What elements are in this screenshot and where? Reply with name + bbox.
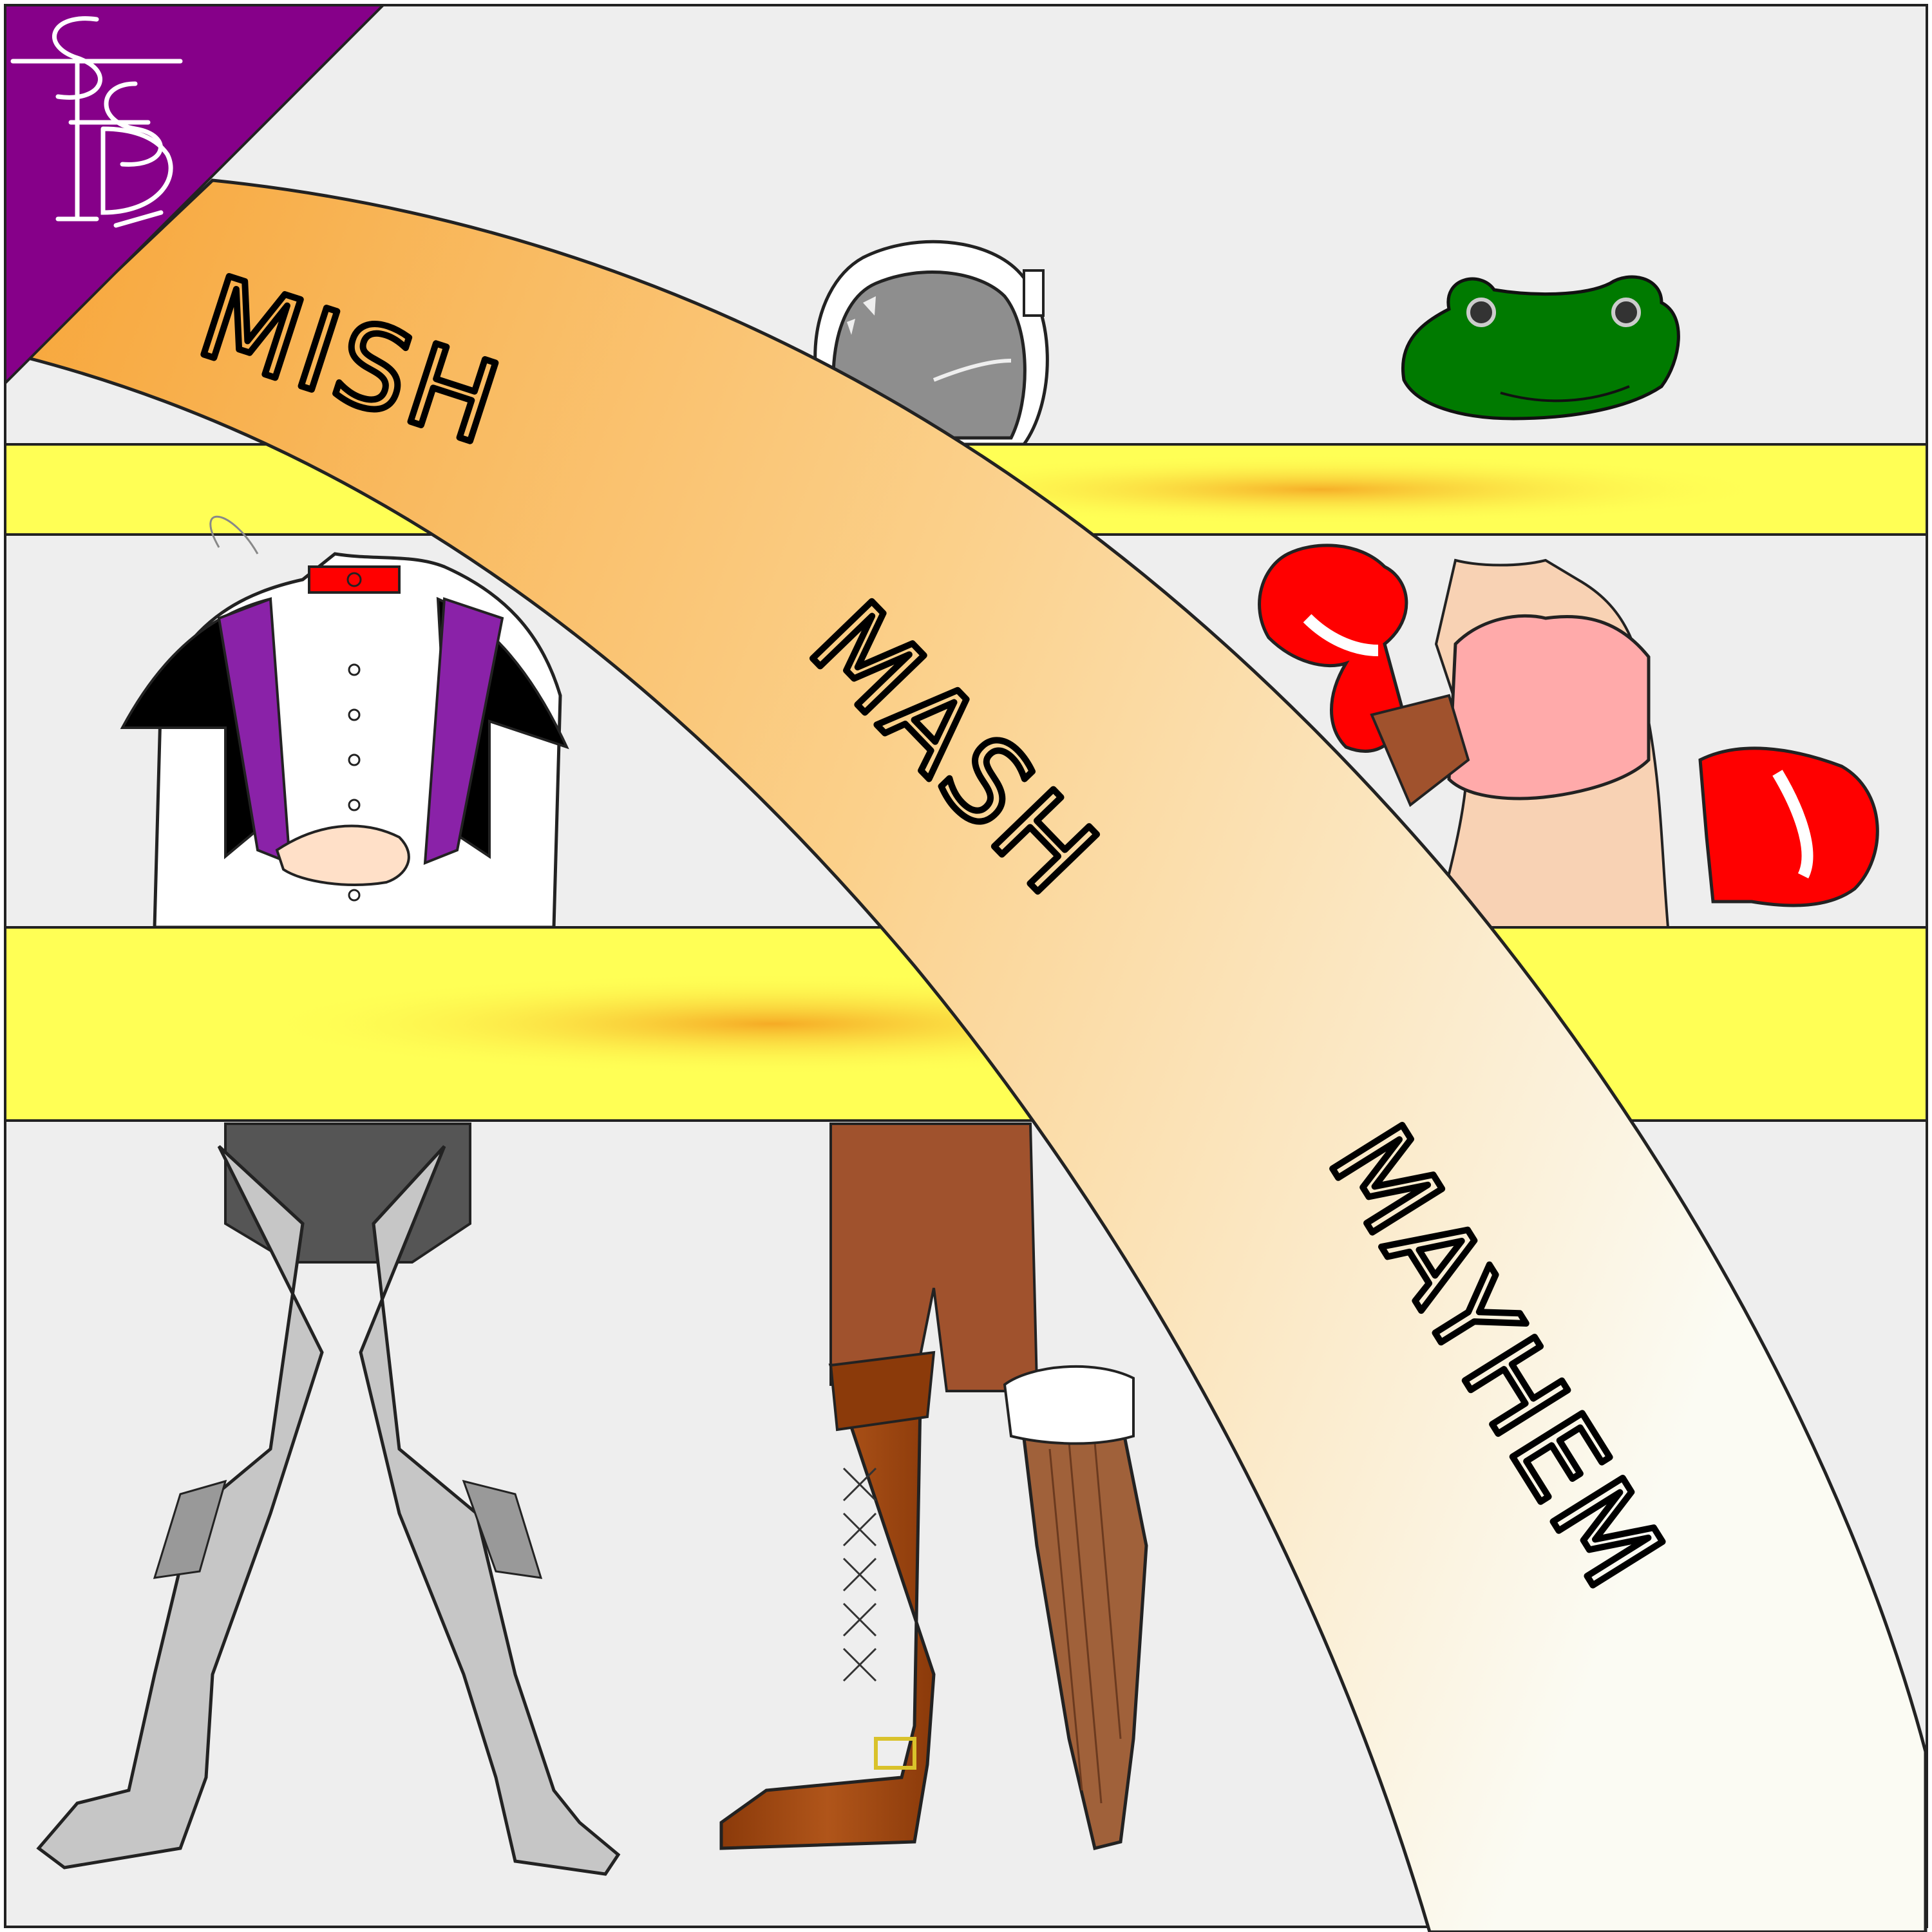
boxer-torso-illustration [1258,544,1879,929]
pirate-legs-illustration [719,1122,1148,1851]
logo-corner [4,4,386,386]
frog-head-illustration [1401,275,1680,421]
armored-legs-illustration [36,1122,621,1876]
magician-torso-illustration [120,515,569,929]
monogram-logo [10,16,183,228]
title-banner [23,178,1927,1932]
